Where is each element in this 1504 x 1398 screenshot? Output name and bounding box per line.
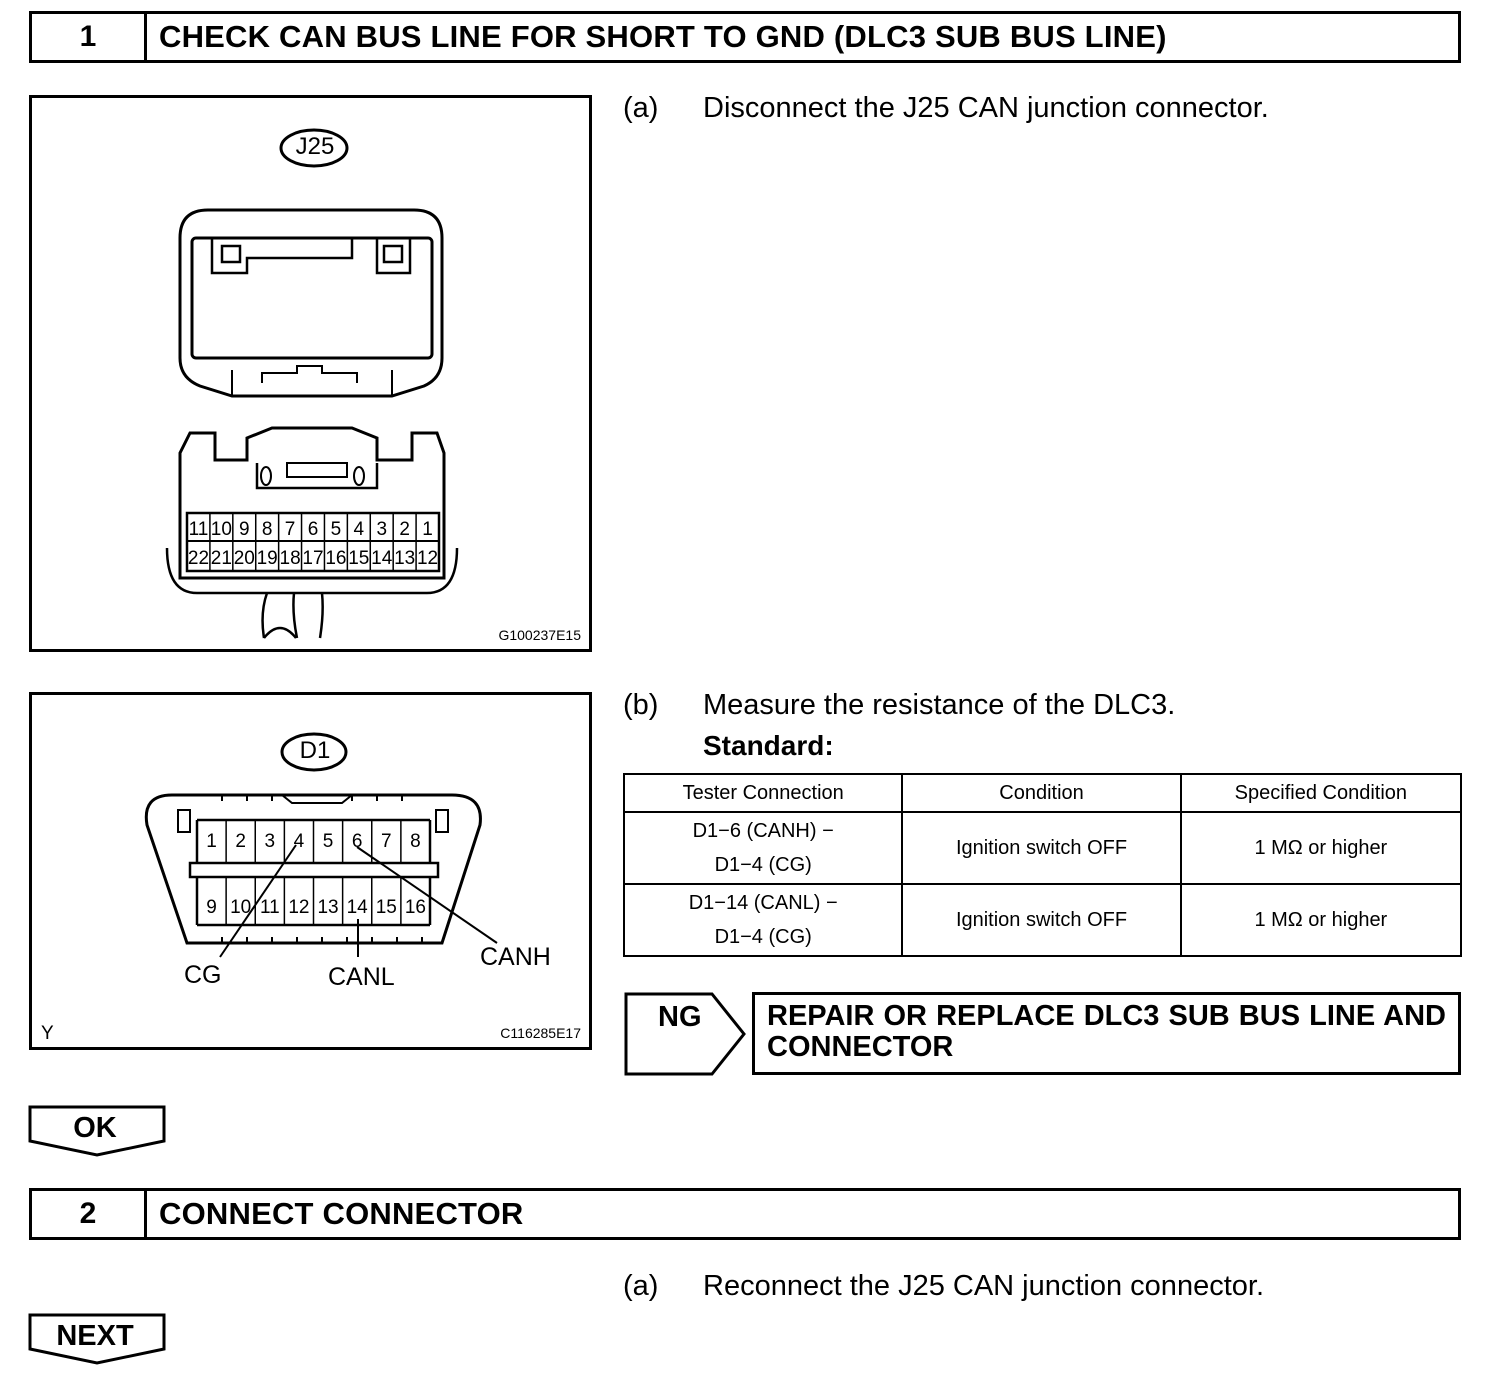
j25-connector-label: J25 (295, 133, 335, 160)
d1-pin-11: 11 (260, 897, 280, 918)
figure-code: G100237E15 (498, 627, 581, 643)
ng-arrow-shape (624, 992, 746, 1076)
j25-pin-1: 1 (422, 519, 433, 540)
d1-pin-3: 3 (265, 831, 276, 852)
instruction-label: (a) (623, 92, 659, 124)
next-label: NEXT (56, 1320, 134, 1352)
d1-pin-6: 6 (352, 831, 363, 852)
d1-label-ellipse (280, 732, 348, 772)
d1-pin-14: 14 (347, 897, 369, 918)
instruction-reconnect: (a) Reconnect the J25 CAN junction connec… (623, 1270, 1264, 1303)
j25-pin-15: 15 (348, 548, 369, 569)
instruction-a: (a) Disconnect the J25 CAN junction conne… (623, 92, 1269, 125)
instruction-text: Reconnect the J25 CAN junction connector… (703, 1270, 1264, 1302)
j25-lower-outline (178, 426, 446, 580)
corner-mark: Y (41, 1023, 54, 1044)
j25-pin-8: 8 (262, 519, 273, 540)
d1-pin-15: 15 (376, 897, 397, 918)
j25-pin-19: 19 (257, 548, 278, 569)
step-title: CHECK CAN BUS LINE FOR SHORT TO GND (DLC… (159, 19, 1167, 54)
j25-pin-9: 9 (239, 519, 250, 540)
instruction-label: (a) (623, 1270, 659, 1302)
j25-label-ellipse (279, 128, 349, 168)
ok-label: OK (73, 1112, 117, 1144)
d1-pin-10: 10 (230, 897, 251, 918)
j25-pin-2: 2 (399, 519, 410, 540)
j25-pin-3: 3 (376, 519, 387, 540)
next-button[interactable]: NEXT (28, 1313, 166, 1365)
instruction-text: Measure the resistance of the DLC3. (703, 689, 1176, 721)
canl-callout: CANL (328, 963, 395, 991)
ok-button[interactable]: OK (28, 1105, 166, 1157)
ng-label: NG (658, 1001, 702, 1033)
ok-arrow-shape (28, 1105, 166, 1157)
step-number: 1 (32, 14, 147, 60)
d1-pin-4: 4 (294, 831, 305, 852)
d1-connector-label: D1 (299, 737, 331, 764)
instruction-b: (b) Measure the resistance of the DLC3. (623, 689, 1175, 722)
d1-pin-8: 8 (410, 831, 421, 852)
j25-pin-4: 4 (354, 519, 365, 540)
j25-pin-5: 5 (331, 519, 342, 540)
d1-pin-5: 5 (323, 831, 334, 852)
j25-pin-7: 7 (285, 519, 296, 540)
j25-pin-14: 14 (371, 548, 393, 569)
table-row: D1−14 (CANL) −D1−4 (CG) Ignition switch … (622, 883, 1463, 957)
j25-pin-6: 6 (308, 519, 319, 540)
ng-arrow[interactable]: NG (624, 992, 748, 1076)
j25-upper-outline (178, 208, 444, 283)
j25-pin-12: 12 (417, 548, 438, 569)
cg-callout: CG (184, 961, 222, 989)
spec-cell: 1 MΩ or higher (1179, 883, 1463, 957)
d1-pin-13: 13 (317, 897, 338, 918)
spec-cell: 1 MΩ or higher (1179, 811, 1463, 885)
canh-leader (356, 846, 498, 944)
j25-pin-10: 10 (211, 519, 232, 540)
d1-pin-16: 16 (405, 897, 426, 918)
instruction-label: (b) (623, 689, 659, 721)
d1-pin-9: 9 (206, 897, 217, 918)
d1-pin-1: 1 (206, 831, 217, 852)
j25-pin-11: 11 (189, 519, 209, 540)
ng-action-box: REPAIR OR REPLACE DLC3 SUB BUS LINE AND … (752, 992, 1461, 1075)
d1-pin-2: 2 (235, 831, 246, 852)
dlc3-outline (144, 793, 482, 945)
table-row: D1−6 (CANH) −D1−4 (CG) Ignition switch O… (622, 811, 1463, 885)
next-arrow-shape (28, 1313, 166, 1365)
step-1-header: 1 CHECK CAN BUS LINE FOR SHORT TO GND (D… (29, 11, 1461, 63)
tester-connection-cell: D1−14 (CANL) −D1−4 (CG) (622, 883, 904, 957)
cg-leader (219, 844, 297, 958)
j25-pin-16: 16 (325, 548, 346, 569)
step-title: CONNECT CONNECTOR (159, 1196, 524, 1231)
j25-pin-18: 18 (280, 548, 301, 569)
d1-pin-7: 7 (381, 831, 392, 852)
j25-pin-13: 13 (394, 548, 415, 569)
standard-label: Standard: (703, 730, 834, 761)
spec-table: Tester Connection Condition Specified Co… (622, 773, 1463, 957)
table-header-row: Tester Connection Condition Specified Co… (622, 773, 1463, 813)
canh-callout: CANH (480, 943, 551, 971)
j25-pin-21: 21 (211, 548, 232, 569)
d1-pin-12: 12 (288, 897, 309, 918)
column-header: Tester Connection (622, 773, 904, 813)
column-header: Specified Condition (1179, 773, 1463, 813)
condition-cell: Ignition switch OFF (901, 811, 1182, 885)
step-number: 2 (32, 1191, 147, 1237)
condition-cell: Ignition switch OFF (901, 883, 1182, 957)
j25-pin-20: 20 (234, 548, 255, 569)
j25-pin-17: 17 (302, 548, 323, 569)
tester-connection-cell: D1−6 (CANH) −D1−4 (CG) (622, 811, 904, 885)
step-2-header: 2 CONNECT CONNECTOR (29, 1188, 1461, 1240)
instruction-text: Disconnect the J25 CAN junction connecto… (703, 92, 1269, 124)
j25-pin-22: 22 (188, 548, 209, 569)
column-header: Condition (901, 773, 1182, 813)
figure-code: C116285E17 (500, 1025, 581, 1041)
